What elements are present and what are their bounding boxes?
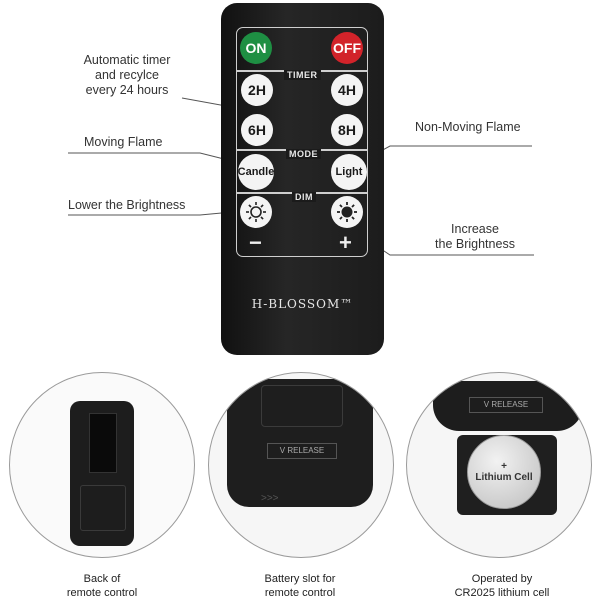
- remote-back-window: [89, 413, 117, 473]
- caption-battery-slot: Battery slot for remote control: [264, 573, 336, 599]
- timer-2h-button[interactable]: 2H: [241, 74, 273, 106]
- dim-down-button[interactable]: [240, 196, 272, 228]
- caption-back-of-remote: Back of remote control: [66, 573, 138, 599]
- off-button[interactable]: OFF: [331, 32, 363, 64]
- section-label-dim: DIM: [292, 192, 316, 202]
- callout-timer: Automatic timer and recylce every 24 hou…: [83, 53, 171, 97]
- battery-slot-release-label: V RELEASE: [279, 446, 325, 455]
- lithium-cover: [433, 381, 583, 431]
- brand-logo: H-BLOSSOM™: [251, 297, 354, 311]
- minus-sign: −: [249, 230, 262, 255]
- lithium-release-box: V RELEASE: [469, 397, 543, 413]
- remote-back-cover: [80, 485, 126, 531]
- sun-outline-icon: [246, 202, 266, 222]
- circle-lithium-cell: V RELEASE + Lithium Cell: [406, 372, 592, 558]
- battery-slot-detail: [261, 385, 343, 427]
- light-mode-button[interactable]: Light: [331, 154, 367, 190]
- timer-8h-button[interactable]: 8H: [331, 114, 363, 146]
- caption-lithium-cell: Operated by CR2025 lithium cell: [454, 573, 550, 599]
- callout-increase-brightness: Increase the Brightness: [435, 222, 515, 251]
- lithium-battery-label: Lithium Cell: [475, 472, 533, 483]
- button-panel: [236, 27, 368, 257]
- lithium-release-label: V RELEASE: [483, 400, 529, 409]
- callout-moving-flame: Moving Flame: [84, 135, 163, 149]
- sun-filled-icon: [337, 202, 357, 222]
- dim-up-button[interactable]: [331, 196, 363, 228]
- section-label-mode: MODE: [286, 149, 321, 159]
- section-label-timer: TIMER: [284, 70, 321, 80]
- circle-back-of-remote: [9, 372, 195, 558]
- timer-6h-button[interactable]: 6H: [241, 114, 273, 146]
- battery-slot-arrows: >>>: [261, 493, 279, 504]
- callout-non-moving-flame: Non-Moving Flame: [415, 120, 521, 134]
- battery-slot-release-box: V RELEASE: [267, 443, 337, 459]
- on-button[interactable]: ON: [240, 32, 272, 64]
- plus-sign: +: [339, 230, 352, 255]
- circle-battery-slot: V RELEASE >>>: [208, 372, 394, 558]
- lithium-battery: + Lithium Cell: [467, 435, 541, 509]
- candle-mode-button[interactable]: Candle: [238, 154, 274, 190]
- lithium-battery-plus: +: [501, 461, 507, 472]
- callout-lower-brightness: Lower the Brightness: [68, 198, 186, 212]
- timer-4h-button[interactable]: 4H: [331, 74, 363, 106]
